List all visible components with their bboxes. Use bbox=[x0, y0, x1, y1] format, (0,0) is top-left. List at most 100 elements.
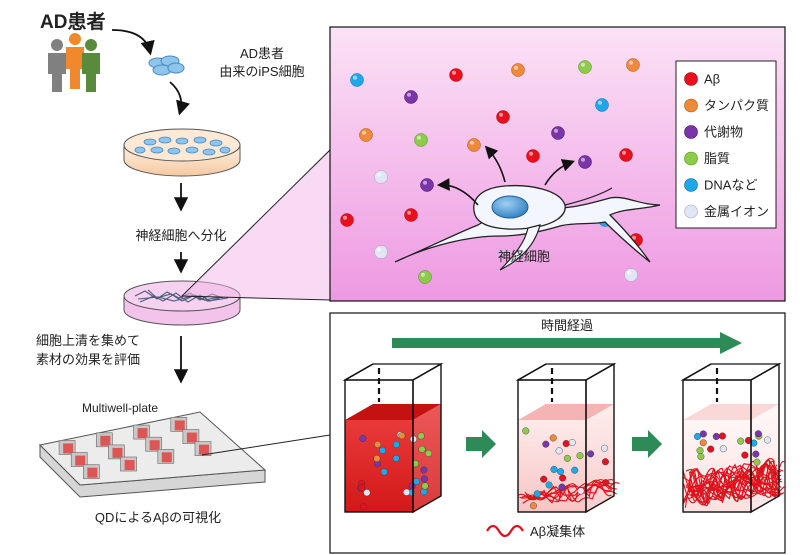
particle bbox=[697, 453, 705, 461]
patients-icon bbox=[48, 33, 100, 92]
particle bbox=[359, 128, 373, 142]
particle bbox=[425, 449, 433, 457]
plate-well bbox=[70, 452, 88, 467]
legend-label-4: DNAなど bbox=[704, 178, 757, 193]
legend-swatch-1 bbox=[684, 98, 698, 113]
step-arrow-1 bbox=[466, 430, 496, 458]
particle bbox=[374, 245, 388, 259]
particle bbox=[496, 110, 510, 124]
secretion-arrow-right bbox=[544, 159, 576, 186]
particle bbox=[408, 482, 416, 490]
particle bbox=[374, 440, 382, 448]
particle bbox=[392, 440, 400, 448]
particle bbox=[545, 481, 553, 489]
multiwell-plate bbox=[38, 411, 267, 498]
particle bbox=[558, 483, 566, 491]
particle bbox=[754, 430, 762, 438]
particle bbox=[360, 503, 368, 511]
abeta-fiber bbox=[689, 460, 781, 502]
particle bbox=[559, 474, 567, 482]
ips-label-line1: AD患者 bbox=[240, 46, 284, 61]
legend-box bbox=[675, 60, 777, 229]
legend-label-0: Aβ bbox=[704, 72, 720, 87]
particle bbox=[380, 468, 388, 476]
particle bbox=[578, 60, 592, 74]
particle bbox=[578, 155, 592, 169]
particle bbox=[374, 170, 388, 184]
particle bbox=[753, 458, 761, 466]
aggregate-label: Aβ凝集体 bbox=[530, 524, 585, 539]
particle bbox=[418, 445, 426, 453]
particle bbox=[563, 454, 571, 462]
legend-swatch-4 bbox=[684, 178, 698, 192]
neuron-cell bbox=[394, 184, 661, 271]
secretome-particles bbox=[340, 58, 643, 284]
particle bbox=[404, 90, 418, 104]
particle bbox=[624, 268, 638, 282]
collect-label-line1: 細胞上清を集めて bbox=[36, 333, 140, 348]
ips-cells-icon bbox=[148, 55, 185, 76]
particle bbox=[350, 73, 364, 87]
particle bbox=[533, 490, 541, 498]
neuron-label: 神経細胞 bbox=[498, 249, 550, 264]
zoom-line-bottom bbox=[201, 434, 331, 456]
particle bbox=[550, 465, 558, 473]
particle bbox=[602, 479, 610, 487]
plate-well bbox=[120, 456, 137, 472]
particle bbox=[626, 58, 640, 72]
particle bbox=[358, 484, 366, 492]
particle bbox=[712, 432, 720, 440]
particle bbox=[403, 488, 411, 496]
plate-well bbox=[108, 444, 125, 460]
particle bbox=[719, 445, 727, 453]
plate-well bbox=[194, 441, 212, 457]
particle bbox=[373, 455, 381, 463]
particle bbox=[420, 488, 428, 496]
particle bbox=[418, 270, 432, 284]
particle bbox=[568, 439, 576, 447]
particle bbox=[363, 489, 371, 497]
ips-label-line2: 由来のiPS細胞 bbox=[219, 64, 304, 79]
time-label: 時間経過 bbox=[541, 318, 593, 333]
legend-label-1: タンパク質 bbox=[704, 98, 769, 113]
particle bbox=[557, 468, 565, 476]
particle bbox=[540, 475, 548, 483]
plate-well bbox=[95, 432, 113, 448]
particle bbox=[699, 439, 707, 447]
particle bbox=[577, 487, 585, 495]
legend-swatch-2 bbox=[684, 125, 698, 139]
plate-label: Multiwell-plate bbox=[82, 401, 158, 415]
particle bbox=[571, 466, 579, 474]
particle bbox=[587, 450, 595, 458]
particle bbox=[595, 98, 609, 112]
neuron-nucleus bbox=[491, 195, 529, 219]
particle bbox=[421, 482, 429, 490]
particle bbox=[737, 437, 745, 445]
particle bbox=[551, 126, 565, 140]
particle bbox=[562, 440, 570, 448]
particle bbox=[467, 138, 481, 152]
patient-title: AD患者 bbox=[40, 10, 105, 33]
particle bbox=[699, 430, 707, 438]
particle bbox=[411, 460, 419, 468]
particle bbox=[420, 466, 428, 474]
arrow-to-dish bbox=[169, 81, 190, 116]
particle bbox=[449, 68, 463, 82]
plate-well bbox=[145, 436, 163, 452]
abeta-fiber bbox=[688, 459, 779, 497]
plate-well bbox=[83, 464, 100, 480]
plate-well bbox=[157, 448, 175, 464]
particle bbox=[398, 432, 406, 440]
particle bbox=[718, 432, 726, 440]
particle bbox=[696, 447, 704, 455]
secretion-arrow-left bbox=[436, 178, 479, 206]
particle bbox=[522, 427, 530, 435]
abeta-fiber bbox=[682, 470, 778, 505]
particle bbox=[601, 444, 609, 452]
plate-well bbox=[170, 417, 188, 432]
time-arrow bbox=[392, 332, 742, 354]
plate-well bbox=[182, 429, 200, 444]
plate-well bbox=[133, 424, 150, 440]
particle bbox=[404, 208, 418, 222]
